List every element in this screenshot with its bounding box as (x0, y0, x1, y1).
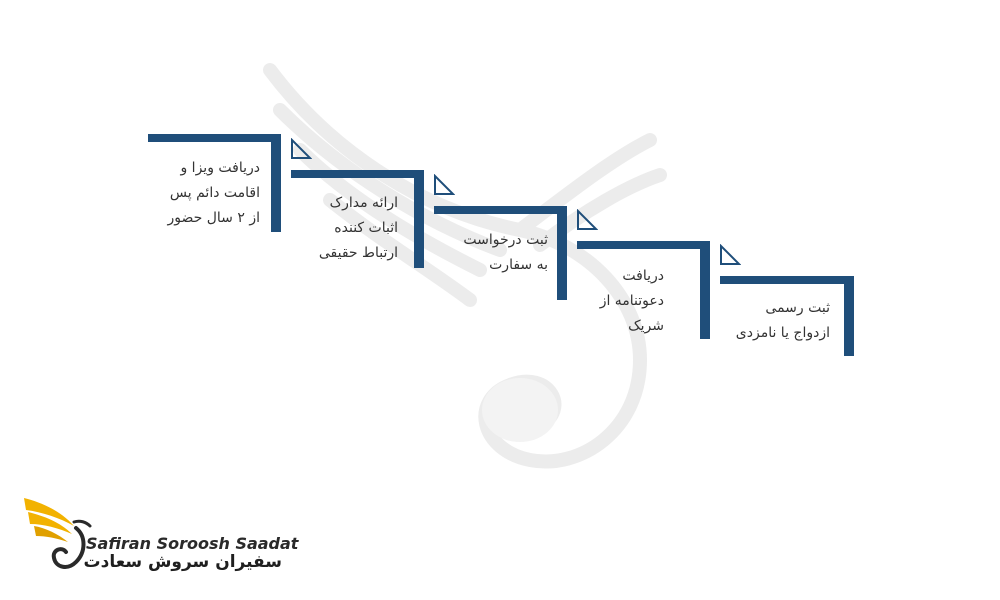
step-4-line-2: اثبات کننده (334, 220, 398, 236)
step-bracket-1 (720, 276, 854, 356)
step-4-line-1: ارائه مدارک (329, 195, 398, 211)
logo-english-text: Safiran Soroosh Saadat (86, 534, 299, 553)
step-5-line-3: از ۲ سال حضور (167, 210, 261, 226)
step-bracket-2 (577, 241, 710, 339)
step-3-line-2: به سفارت (489, 257, 548, 273)
step-bracket-3 (434, 206, 567, 300)
triangle-marker-icon (291, 138, 312, 159)
step-label-1: ثبت رسمی ازدواج یا نامزدی (736, 296, 830, 346)
triangle-marker-icon (720, 244, 741, 265)
step-label-5: دریافت ویزا و اقامت دائم پس از ۲ سال حضو… (168, 156, 261, 231)
step-2-line-3: شریک (628, 318, 664, 334)
step-2-line-1: دریافت (622, 268, 664, 284)
step-4-line-3: ارتباط حقیقی (318, 245, 398, 261)
step-1-line-2: ازدواج یا نامزدی (735, 325, 830, 341)
triangle-marker-icon (434, 174, 455, 195)
step-label-4: ارائه مدارک اثبات کننده ارتباط حقیقی (319, 191, 398, 266)
step-label-3: ثبت درخواست به سفارت (463, 228, 548, 278)
step-5-line-2: اقامت دائم پس (169, 185, 260, 201)
step-1-line-1: ثبت رسمی (765, 300, 830, 316)
wing-logo-icon (24, 498, 92, 569)
step-5-line-1: دریافت ویزا و (180, 160, 260, 176)
step-bracket-5 (148, 134, 281, 232)
triangle-marker-icon (577, 209, 598, 230)
logo-persian-text: سفیران سروش سعادت (83, 552, 282, 572)
step-label-2: دریافت دعوتنامه از شریک (600, 264, 664, 339)
step-bracket-4 (291, 170, 424, 268)
step-3-line-1: ثبت درخواست (463, 232, 548, 248)
company-logo: Safiran Soroosh Saadat سفیران سروش سعادت (20, 492, 298, 582)
step-2-line-2: دعوتنامه از (599, 293, 664, 309)
